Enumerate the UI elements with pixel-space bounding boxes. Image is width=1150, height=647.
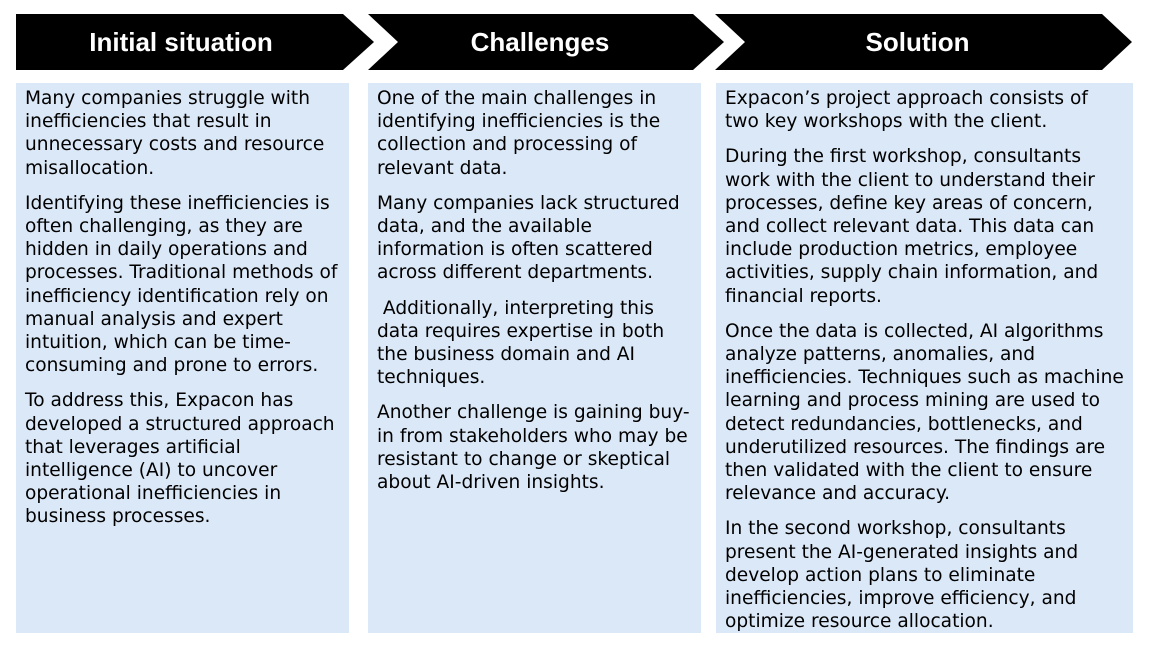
solution-paragraph-1: Expacon’s project approach consists of t… [725, 88, 1088, 133]
chevron-initial-situation [16, 14, 374, 70]
challenges-paragraph-2: Many companies lack structured data, and… [377, 192, 680, 284]
process-chevrons [16, 14, 1132, 70]
initial-situation-panel: Many companies struggle with inefficienc… [16, 83, 349, 633]
solution-panel: Expacon’s project approach consists of t… [716, 83, 1133, 633]
challenges-paragraph-3: Additionally, interpreting this data req… [377, 297, 671, 389]
initial-paragraph-2: Identifying these inefficiencies is ofte… [25, 192, 338, 377]
solution-paragraph-2: During the first workshop, consultants w… [725, 146, 1099, 307]
header-challenges: Challenges [470, 27, 610, 57]
challenges-paragraph-1: One of the main challenges in identifyin… [377, 88, 661, 179]
initial-paragraph-3: To address this, Expacon has developed a… [25, 390, 335, 528]
challenges-panel: One of the main challenges in identifyin… [368, 83, 701, 633]
process-header: Initial situation Challenges Solution [0, 0, 1150, 80]
challenges-paragraph-4: Another challenge is gaining buy-in from… [377, 402, 690, 494]
chevron-challenges [368, 14, 724, 70]
solution-paragraph-3: Once the data is collected, AI algorithm… [725, 320, 1124, 505]
solution-paragraph-4: In the second workshop, consultants pres… [725, 518, 1079, 633]
header-initial-situation: Initial situation [89, 27, 273, 57]
initial-paragraph-1: Many companies struggle with inefficienc… [25, 88, 325, 179]
chevron-solution [715, 14, 1132, 70]
header-solution: Solution [865, 27, 970, 57]
